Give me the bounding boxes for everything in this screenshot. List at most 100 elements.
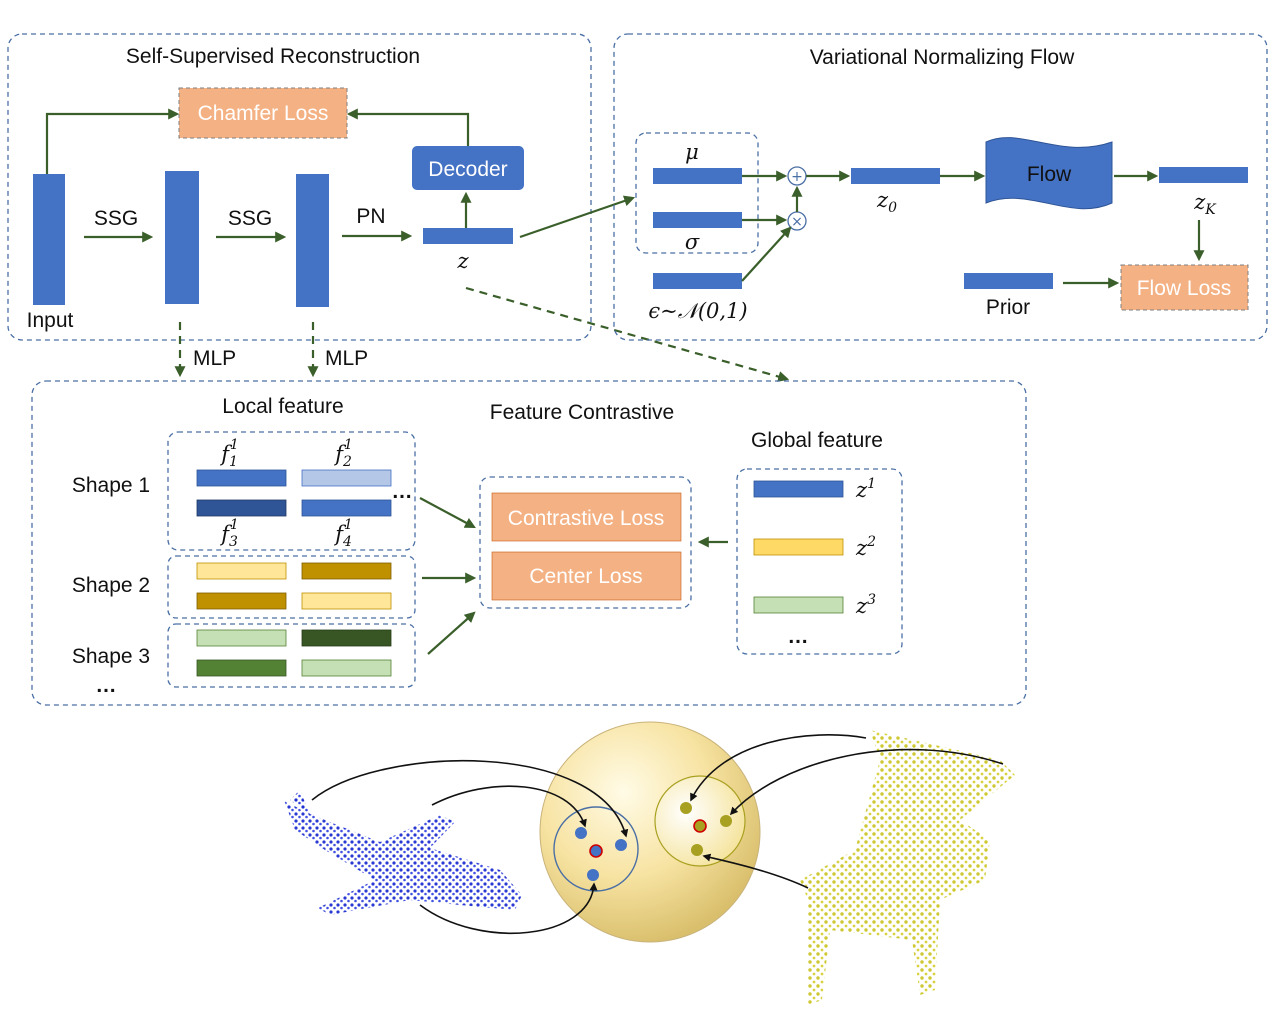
mu-label: μ xyxy=(685,140,699,164)
airplane-point-1 xyxy=(575,827,587,839)
decoder-label: Decoder xyxy=(428,158,507,181)
prior-block xyxy=(964,273,1053,289)
airplane-center-point xyxy=(589,844,603,858)
epsilon-to-multiply-arrow xyxy=(741,226,792,282)
sigma-label: σ xyxy=(685,230,700,254)
shape-1-label: Shape 1 xyxy=(72,474,150,497)
embedding-illustration xyxy=(284,721,1015,1005)
chamfer-loss-box xyxy=(178,87,348,139)
contrastive-panel: Feature Contrastive Local feature Global… xyxy=(31,380,1027,706)
more-features-ellipsis: … xyxy=(392,480,413,503)
mu-block xyxy=(653,168,742,184)
feature-f2-block xyxy=(301,469,392,487)
z0-block xyxy=(851,168,940,184)
airplane-cluster-region xyxy=(553,806,639,892)
shape-2-feature-4 xyxy=(301,592,392,610)
flow-block xyxy=(985,137,1113,210)
flow-block-label: Flow xyxy=(1027,163,1072,186)
airplane-to-sphere-curve-2 xyxy=(431,785,587,828)
global-z1-label: z1 xyxy=(855,476,876,502)
zk-label: zK xyxy=(1193,190,1217,218)
shape3-to-loss-arrow xyxy=(427,611,476,655)
chair-to-sphere-curve-3 xyxy=(702,853,809,889)
shape-2-feature-2 xyxy=(301,562,392,580)
shape-3-label: Shape 3 xyxy=(72,645,150,668)
shape-3-feature-group xyxy=(167,623,416,688)
flow-panel-border xyxy=(613,33,1268,341)
multiply-operator-symbol: × xyxy=(791,214,803,230)
chair-point-2 xyxy=(720,815,732,827)
shape-2-feature-1 xyxy=(196,562,287,580)
shape-1-feature-group xyxy=(167,431,416,551)
global-z1-block xyxy=(753,480,844,498)
contrastive-loss-box xyxy=(491,492,682,542)
shape-3-feature-4 xyxy=(301,659,392,677)
flow-panel: Variational Normalizing Flow μ σ ϵ∼𝒩(0,1… xyxy=(613,33,1268,341)
input-label: Input xyxy=(27,309,74,332)
global-feature-title: Global feature xyxy=(751,429,883,452)
airplane-point-2 xyxy=(615,839,627,851)
chamfer-loss-label: Chamfer Loss xyxy=(198,102,329,125)
ssg1-label: SSG xyxy=(94,207,138,230)
local-feature-title: Local feature xyxy=(222,395,343,418)
reconstruction-panel-border xyxy=(7,33,592,341)
mu-sigma-group xyxy=(635,132,759,254)
airplane-to-sphere-curve-3 xyxy=(419,882,598,935)
chair-center-point xyxy=(693,819,707,833)
input-block xyxy=(33,174,65,305)
decoder-box xyxy=(412,146,524,190)
feature-f4-label: f41 xyxy=(333,517,353,550)
feature-f2-label: f21 xyxy=(333,437,353,470)
shape-2-label: Shape 2 xyxy=(72,574,150,597)
more-shapes-ellipsis: … xyxy=(96,674,117,697)
epsilon-block xyxy=(653,273,742,289)
shape1-to-loss-arrow xyxy=(419,497,476,529)
chair-to-sphere-curve-2 xyxy=(729,748,1004,816)
global-z3-label: z3 xyxy=(855,592,876,618)
feature-f4-block xyxy=(301,499,392,517)
airplane-to-sphere-curve-1 xyxy=(311,760,629,838)
z0-label: z0 xyxy=(876,188,897,216)
sigma-block xyxy=(653,212,742,228)
add-operator-symbol: + xyxy=(791,169,803,185)
chair-point-1 xyxy=(680,802,692,814)
flow-loss-box xyxy=(1120,264,1249,311)
contrastive-title: Feature Contrastive xyxy=(490,401,674,424)
z-latent-block xyxy=(423,228,513,244)
shape-3-feature-3 xyxy=(196,659,287,677)
global-z3-block xyxy=(753,596,844,614)
input-to-chamfer-arrow xyxy=(45,108,180,174)
epsilon-label: ϵ∼𝒩(0,1) xyxy=(648,299,747,323)
flow-title: Variational Normalizing Flow xyxy=(810,46,1075,69)
center-loss-box xyxy=(491,551,682,601)
feature-f1-block xyxy=(196,469,287,487)
shape-2-feature-group xyxy=(167,555,416,619)
contrastive-loss-label: Contrastive Loss xyxy=(508,507,664,530)
zk-block xyxy=(1159,167,1248,183)
ssg2-feature-block xyxy=(296,174,329,307)
chair-to-sphere-curve-1 xyxy=(690,734,867,802)
loss-group xyxy=(479,476,692,609)
z-label: z xyxy=(456,249,469,273)
chair-point-3 xyxy=(691,844,703,856)
airplane-point-3 xyxy=(587,869,599,881)
ssg2-label: SSG xyxy=(228,207,272,230)
mlp2-label: MLP xyxy=(325,347,368,370)
flow-loss-label: Flow Loss xyxy=(1137,277,1232,300)
reconstruction-panel: Self-Supervised Reconstruction Chamfer L… xyxy=(7,33,592,341)
feature-f3-label: f31 xyxy=(219,517,239,550)
feature-f1-label: f11 xyxy=(219,437,239,470)
more-globals-ellipsis: … xyxy=(788,625,809,648)
global-feature-group xyxy=(736,468,903,655)
contrastive-panel-border xyxy=(31,380,1027,706)
decoder-to-chamfer-arrow xyxy=(346,108,470,146)
shape-2-feature-3 xyxy=(196,592,287,610)
reconstruction-title: Self-Supervised Reconstruction xyxy=(126,45,420,68)
airplane-point-cloud xyxy=(284,790,522,915)
shape-3-feature-2 xyxy=(301,629,392,647)
global-z2-label: z2 xyxy=(855,534,876,560)
mlp1-label: MLP xyxy=(193,347,236,370)
ssg1-feature-block xyxy=(165,171,199,304)
feature-f3-block xyxy=(196,499,287,517)
shape-3-feature-1 xyxy=(196,629,287,647)
